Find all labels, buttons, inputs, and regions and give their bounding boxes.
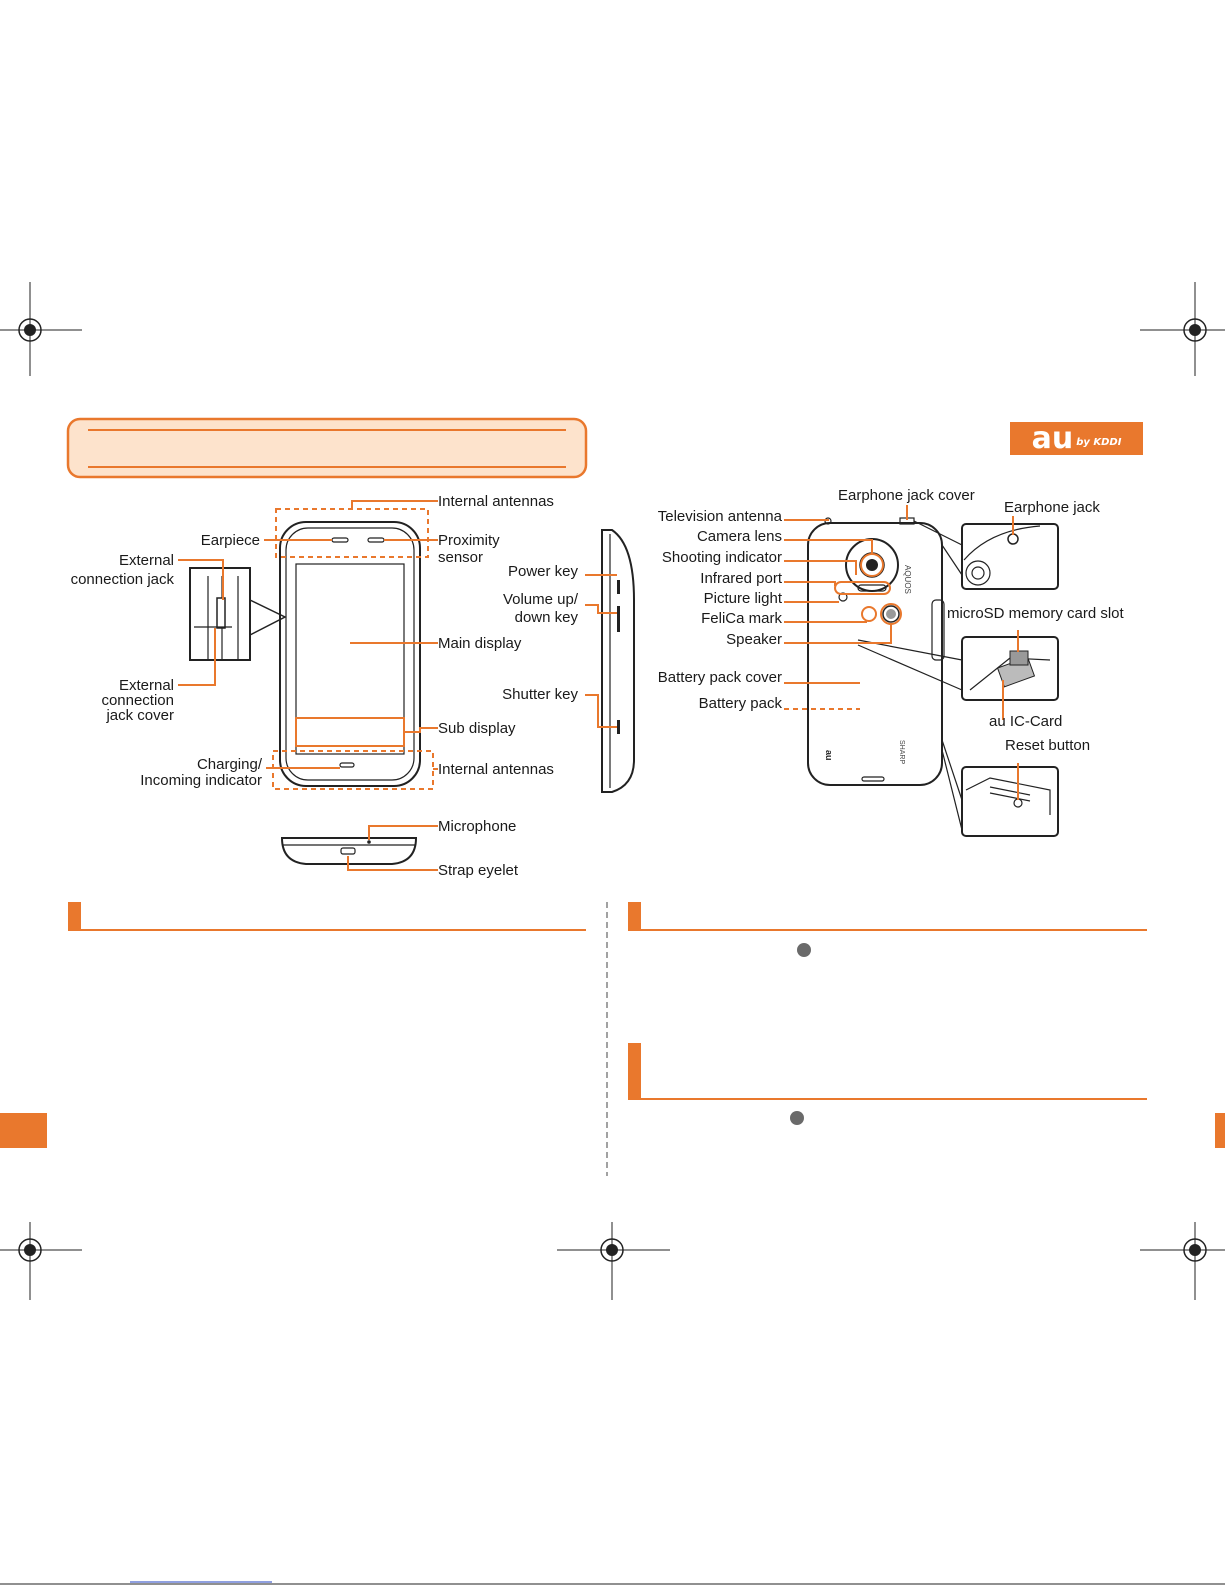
label-main-display: Main display bbox=[438, 635, 522, 652]
registration-mark-top-right bbox=[1140, 282, 1225, 376]
label-internal-antennas-top: Internal antennas bbox=[438, 493, 554, 510]
label-speaker: Speaker bbox=[726, 631, 782, 648]
label-television-antenna: Television antenna bbox=[658, 508, 783, 525]
label-earphone-jack: Earphone jack bbox=[1004, 499, 1100, 516]
au-logo-sub: by KDDI bbox=[1076, 437, 1122, 448]
svg-text:AQUOS: AQUOS bbox=[903, 565, 912, 594]
label-au-ic-card: au IC-Card bbox=[989, 713, 1062, 730]
label-external-jack-line1: External bbox=[119, 552, 174, 569]
reset-button-zoom bbox=[941, 739, 1059, 837]
felica-mark-highlight bbox=[861, 606, 877, 622]
label-charging-line1: Charging/ bbox=[197, 756, 263, 773]
label-strap-eyelet: Strap eyelet bbox=[438, 862, 519, 879]
section-header-right-2 bbox=[628, 1043, 1147, 1100]
infrared-port-highlight bbox=[834, 581, 891, 595]
chapter-banner bbox=[66, 417, 588, 479]
svg-text:SHARP: SHARP bbox=[898, 740, 905, 764]
label-jack-cover-line1: External bbox=[119, 677, 174, 694]
label-shutter-key: Shutter key bbox=[502, 686, 578, 703]
index-tab-left bbox=[0, 1113, 47, 1148]
label-camera-lens: Camera lens bbox=[697, 528, 782, 545]
label-proximity-sensor-line2: sensor bbox=[438, 549, 483, 566]
label-proximity-sensor-line1: Proximity bbox=[438, 532, 500, 549]
index-tab-right bbox=[1215, 1113, 1225, 1148]
card-slot-zoom bbox=[857, 636, 1059, 701]
label-battery-pack-cover: Battery pack cover bbox=[658, 669, 782, 686]
back-view-phone: AQUOS au SHARP bbox=[807, 517, 945, 786]
section-header-right-1 bbox=[628, 902, 1147, 931]
label-earphone-jack-cover: Earphone jack cover bbox=[838, 487, 975, 504]
front-view-phone bbox=[279, 521, 421, 787]
side-view-phone bbox=[601, 529, 635, 793]
label-charging-line2: Incoming indicator bbox=[140, 772, 262, 789]
label-picture-light: Picture light bbox=[704, 590, 783, 607]
registration-mark-bottom-right bbox=[1140, 1222, 1225, 1300]
external-jack-zoom bbox=[189, 567, 287, 661]
label-battery-pack: Battery pack bbox=[699, 695, 783, 712]
label-felica-mark: FeliCa mark bbox=[701, 610, 782, 627]
label-shooting-indicator: Shooting indicator bbox=[662, 549, 782, 566]
registration-mark-top-left bbox=[0, 282, 82, 376]
label-jack-cover-line2: connection bbox=[101, 692, 174, 709]
au-logo: au by KDDI bbox=[1010, 422, 1143, 455]
registration-mark-bottom-left bbox=[0, 1222, 82, 1300]
apps-key-icon bbox=[797, 943, 811, 957]
label-reset-button: Reset button bbox=[1005, 737, 1090, 754]
earphone-jack-zoom bbox=[913, 520, 1059, 590]
au-logo-main: au bbox=[1031, 420, 1074, 456]
label-jack-cover-line3: jack cover bbox=[105, 707, 174, 724]
label-microsd-slot: microSD memory card slot bbox=[947, 605, 1125, 622]
section-header-left bbox=[68, 902, 586, 931]
apps-key-icon-2 bbox=[790, 1111, 804, 1125]
label-volume-key-line2: down key bbox=[515, 609, 579, 626]
bottom-view-phone bbox=[280, 837, 418, 865]
label-internal-antennas-bottom: Internal antennas bbox=[438, 761, 554, 778]
label-earpiece: Earpiece bbox=[201, 532, 260, 549]
label-external-jack-line2: connection jack bbox=[71, 571, 175, 588]
label-power-key: Power key bbox=[508, 563, 579, 580]
label-volume-key-line1: Volume up/ bbox=[503, 591, 579, 608]
label-sub-display: Sub display bbox=[438, 720, 516, 737]
label-infrared-port: Infrared port bbox=[700, 570, 783, 587]
svg-text:au: au bbox=[824, 750, 834, 761]
registration-mark-bottom-center bbox=[557, 1222, 670, 1300]
label-microphone: Microphone bbox=[438, 818, 516, 835]
